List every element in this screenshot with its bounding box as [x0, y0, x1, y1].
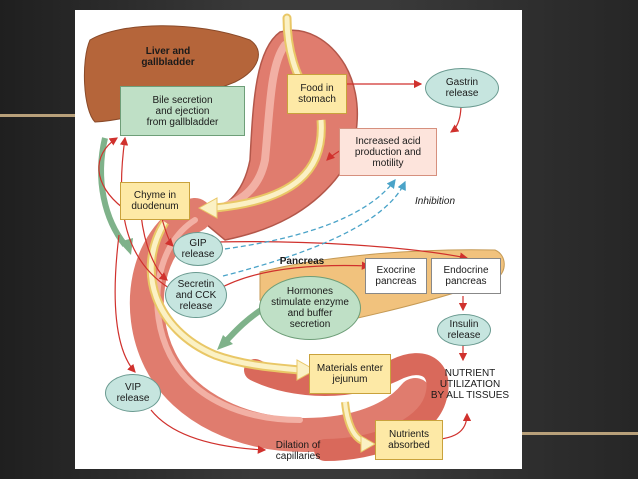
gastrin-to-acid-arrow	[450, 103, 462, 133]
gip-to-endocrine-arrow	[214, 241, 469, 261]
left-accent-stripe	[0, 114, 75, 117]
intestine-inner	[154, 217, 303, 423]
right-accent-stripe	[522, 432, 638, 435]
stomach-to-duodenum-arrowhead	[197, 197, 218, 219]
bile-secretion-box: Bile secretion and ejection from gallbla…	[120, 86, 245, 136]
gip-release-oval: GIP release	[173, 232, 223, 266]
secretin-to-exocrine-arrow	[216, 261, 371, 291]
materials-enter-jejunum-box: Materials enter jejunum	[309, 354, 391, 394]
insulin-release-oval: Insulin release	[437, 314, 491, 346]
chyme-to-secretin-arrow	[140, 214, 168, 281]
secretin-to-bile-arrow	[119, 136, 170, 289]
chyme-to-bile-arrow	[98, 137, 124, 209]
pancreas-label: Pancreas	[279, 256, 325, 267]
dilation-label: Dilation of capillaries	[275, 440, 321, 462]
hormones-to-pancreas-arrow	[222, 307, 263, 345]
endocrine-pancreas-box: Endocrine pancreas	[431, 258, 501, 294]
food-in-stomach-box: Food in stomach	[287, 74, 347, 114]
nutrients-absorbed-box: Nutrients absorbed	[375, 420, 443, 460]
inhibition-label: Inhibition	[414, 196, 456, 207]
jejunum-arrowhead	[296, 359, 317, 381]
increased-acid-box: Increased acid production and motility	[339, 128, 437, 176]
vip-to-dilation-arrow	[150, 409, 267, 454]
nutrient-utilization-label: NUTRIENT UTILIZATION BY ALL TISSUES	[430, 368, 510, 401]
duodenum-to-vip-arrow	[114, 234, 136, 373]
gip-inhibition-arrow	[216, 178, 396, 251]
vip-release-oval: VIP release	[105, 374, 161, 412]
secretin-cck-oval: Secretin and CCK release	[165, 272, 227, 318]
chyme-in-duodenum-box: Chyme in duodenum	[120, 182, 190, 220]
stomach-inner	[216, 41, 289, 212]
diagram-panel: Liver and gallbladder Pancreas Inhibitio…	[75, 10, 522, 469]
gastrin-release-oval: Gastrin release	[425, 68, 499, 108]
liver-label: Liver and gallbladder	[141, 46, 195, 68]
secretin-inhibition-arrow	[222, 180, 406, 277]
hormones-arrowhead	[217, 335, 233, 350]
bile-arrowhead	[119, 238, 133, 255]
nutrients-arrowhead	[360, 435, 377, 453]
exocrine-pancreas-box: Exocrine pancreas	[365, 258, 427, 294]
hormones-stimulate-oval: Hormones stimulate enzyme and buffer sec…	[259, 276, 361, 340]
